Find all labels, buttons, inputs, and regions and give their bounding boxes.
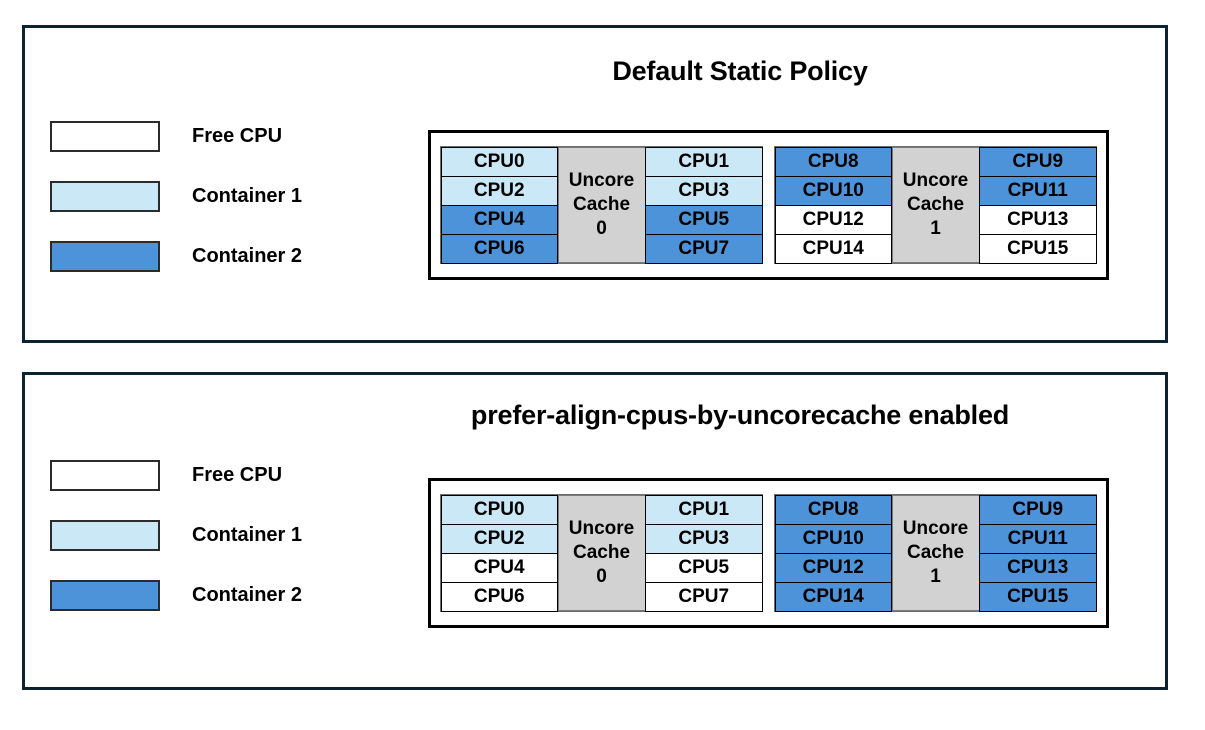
cpu-cell[interactable]: CPU5 [645,552,763,583]
uncore-cache-label-1: Uncore Cache 1 [891,495,980,611]
cpu-cell[interactable]: CPU8 [774,146,892,177]
cpu-cell[interactable]: CPU15 [979,233,1097,264]
legend-label-container-2: Container 2 [192,583,303,606]
legend-label-free-cpu: Free CPU [192,463,283,486]
cpu-topology-diagram-prefer-align: CPU0 CPU2 CPU4 CPU6 Uncore Cache 0 CPU1 … [428,478,1109,628]
legend-prefer-align: Free CPU Container 1 Container 2 [50,445,380,625]
legend-item-container-2: Container 2 [50,565,380,625]
uncore-cache-line-3: 1 [930,565,941,587]
cpu-cell[interactable]: CPU9 [979,494,1097,525]
legend-item-container-2: Container 2 [50,226,380,286]
page-title-prefer-align-cpus-by-uncorecache: prefer-align-cpus-by-uncorecache enabled [470,400,1010,430]
uncore-cache-line-1: Uncore [902,518,969,540]
uncore-cache-group-1: CPU8 CPU10 CPU12 CPU14 Uncore Cache 1 CP… [774,494,1097,612]
cpu-topology-diagram-default: CPU0 CPU2 CPU4 CPU6 Uncore Cache 0 CPU1 … [428,130,1109,280]
uncore-cache-line-1: Uncore [902,170,969,192]
legend-swatch-container-2 [50,579,160,611]
cpu-cell[interactable]: CPU12 [774,204,892,235]
cpu-cell[interactable]: CPU3 [645,523,763,554]
cpu-cell[interactable]: CPU11 [979,523,1097,554]
legend-swatch-container-1 [50,519,160,551]
cpu-cell[interactable]: CPU10 [774,175,892,206]
uncore-cache-group-0: CPU0 CPU2 CPU4 CPU6 Uncore Cache 0 CPU1 … [440,146,763,264]
uncore-cache-line-2: Cache [906,194,965,216]
cpu-cell[interactable]: CPU0 [440,146,558,177]
cpu-cell[interactable]: CPU7 [645,233,763,264]
uncore-cache-line-2: Cache [572,542,631,564]
legend-item-container-1: Container 1 [50,505,380,565]
legend-swatch-container-2 [50,240,160,272]
cpu-cell[interactable]: CPU0 [440,494,558,525]
legend-default-static-policy: Free CPU Container 1 Container 2 [50,106,380,286]
legend-label-container-1: Container 1 [192,523,303,546]
cpu-cell[interactable]: CPU6 [440,581,558,612]
uncore-cache-group-0: CPU0 CPU2 CPU4 CPU6 Uncore Cache 0 CPU1 … [440,494,763,612]
cpu-cell[interactable]: CPU13 [979,204,1097,235]
cpu-cell[interactable]: CPU1 [645,494,763,525]
uncore-cache-line-3: 0 [596,217,607,239]
cpu-cell[interactable]: CPU3 [645,175,763,206]
cpu-cell[interactable]: CPU5 [645,204,763,235]
uncore-cache-line-1: Uncore [568,518,635,540]
cpu-cell[interactable]: CPU15 [979,581,1097,612]
cpu-cell[interactable]: CPU11 [979,175,1097,206]
cpu-column-left-0: CPU0 CPU2 CPU4 CPU6 [440,494,558,612]
cpu-cell[interactable]: CPU4 [440,552,558,583]
cpu-column-right-1: CPU9 CPU11 CPU13 CPU15 [979,146,1097,264]
cpu-cell[interactable]: CPU13 [979,552,1097,583]
cpu-column-right-0: CPU1 CPU3 CPU5 CPU7 [645,146,763,264]
legend-label-container-2: Container 2 [192,244,303,267]
uncore-cache-line-3: 1 [930,217,941,239]
cpu-cell[interactable]: CPU1 [645,146,763,177]
uncore-cache-group-1: CPU8 CPU10 CPU12 CPU14 Uncore Cache 1 CP… [774,146,1097,264]
uncore-cache-label-0: Uncore Cache 0 [557,495,646,611]
cpu-column-right-0: CPU1 CPU3 CPU5 CPU7 [645,494,763,612]
cpu-cell[interactable]: CPU14 [774,233,892,264]
cpu-cell[interactable]: CPU2 [440,175,558,206]
cpu-cell[interactable]: CPU9 [979,146,1097,177]
uncore-cache-line-2: Cache [572,194,631,216]
uncore-cache-label-1: Uncore Cache 1 [891,147,980,263]
cpu-column-left-0: CPU0 CPU2 CPU4 CPU6 [440,146,558,264]
cpu-cell[interactable]: CPU12 [774,552,892,583]
legend-swatch-free-cpu [50,120,160,152]
cpu-cell[interactable]: CPU7 [645,581,763,612]
cpu-cell[interactable]: CPU6 [440,233,558,264]
uncore-cache-line-3: 0 [596,565,607,587]
cpu-cell[interactable]: CPU8 [774,494,892,525]
cpu-column-left-1: CPU8 CPU10 CPU12 CPU14 [774,494,892,612]
legend-item-free-cpu: Free CPU [50,106,380,166]
legend-item-container-1: Container 1 [50,166,380,226]
legend-item-free-cpu: Free CPU [50,445,380,505]
uncore-cache-label-0: Uncore Cache 0 [557,147,646,263]
cpu-cell[interactable]: CPU4 [440,204,558,235]
legend-label-free-cpu: Free CPU [192,124,283,147]
cpu-column-right-1: CPU9 CPU11 CPU13 CPU15 [979,494,1097,612]
cpu-column-left-1: CPU8 CPU10 CPU12 CPU14 [774,146,892,264]
legend-swatch-free-cpu [50,459,160,491]
cpu-cell[interactable]: CPU10 [774,523,892,554]
cpu-cell[interactable]: CPU14 [774,581,892,612]
uncore-cache-line-2: Cache [906,542,965,564]
page-title-default-static-policy: Default Static Policy [612,56,868,86]
uncore-cache-line-1: Uncore [568,170,635,192]
legend-swatch-container-1 [50,180,160,212]
legend-label-container-1: Container 1 [192,184,303,207]
cpu-cell[interactable]: CPU2 [440,523,558,554]
